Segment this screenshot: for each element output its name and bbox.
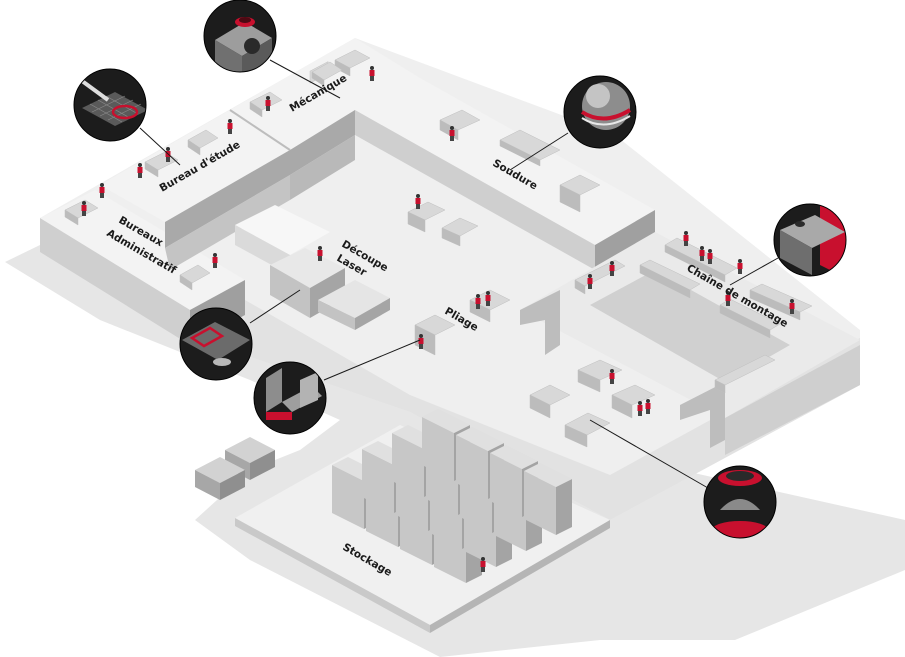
lens-part-icon [703,465,777,539]
worker [227,119,233,134]
sheet-cut-icon [179,307,253,381]
callout-lines [139,59,779,489]
worker [645,399,651,414]
worker [317,246,323,261]
callout-laser-grid [73,68,147,142]
worker [475,294,481,309]
callout-lens-part [703,465,777,539]
worker [707,249,713,264]
worker [265,96,271,111]
callout-cube-hole [773,203,847,277]
delivery-trucks [195,437,275,500]
workers [81,66,795,572]
callout-drill-hole [203,0,277,73]
worker [789,299,795,314]
decoupe-laser-machines [235,205,390,330]
worker [418,334,424,349]
worker [609,261,615,276]
worker [212,253,218,268]
worker [485,291,491,306]
worker [609,369,615,384]
bureau-mecanique-block [100,38,420,248]
worker [480,557,486,572]
storage-racks [332,409,572,583]
workbenches [64,49,813,448]
worker [637,401,643,416]
laser-grid-icon [73,68,147,142]
storage-rack [524,463,572,535]
callout-bent-plate [253,361,327,435]
worker [449,126,455,141]
callout-sheet-cut [179,307,253,381]
cube-hole-icon [773,203,847,277]
worker [137,163,143,178]
bent-plate-icon [253,361,327,435]
worker [415,194,421,209]
worker [737,259,743,274]
worker [699,246,705,261]
worker [587,274,593,289]
worker [99,183,105,198]
callout-weld-sphere [563,75,637,149]
chaine-montage-frame [520,232,860,455]
weld-sphere-icon [563,75,637,149]
worker [369,66,375,81]
worker [725,291,731,306]
drill-hole-icon [203,0,277,73]
worker [81,201,87,216]
interior-wall [165,135,355,270]
worker [683,231,689,246]
